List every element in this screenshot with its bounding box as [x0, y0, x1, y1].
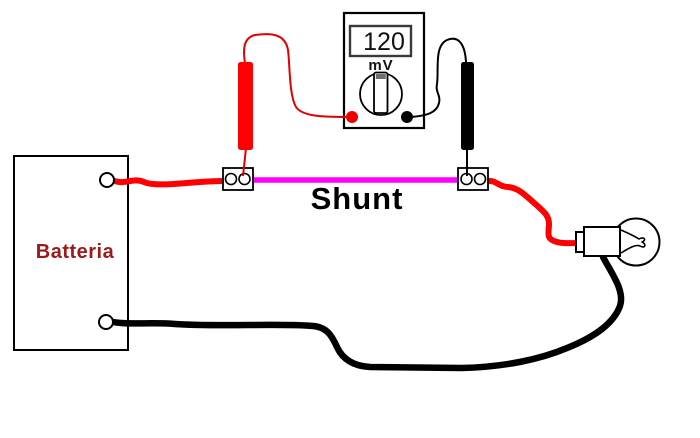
probe-lead-red	[242, 147, 247, 177]
wire-shunt-to-bulb-red	[485, 177, 584, 247]
shunt-label: Shunt	[311, 181, 404, 216]
battery-terminal-negative	[98, 314, 114, 330]
battery-label: Batteria	[36, 241, 115, 263]
shunt-terminal-block-right	[457, 167, 489, 191]
multimeter-unit-label: mV	[368, 57, 393, 74]
multimeter-terminal-positive-red	[346, 111, 358, 123]
multimeter-knob	[373, 71, 389, 114]
wire-meter-red	[243, 33, 350, 118]
multimeter-terminal-negative-black	[401, 111, 413, 123]
terminal-screw	[238, 172, 251, 186]
wire-meter-black	[409, 37, 467, 118]
multimeter-display-value: 120	[363, 28, 405, 56]
wire-battery-positive-red	[109, 177, 228, 188]
bulb-base	[583, 226, 621, 257]
probe-black	[461, 62, 474, 150]
multimeter-display	[348, 24, 413, 58]
bulb-filament-icon	[620, 229, 646, 254]
wire-bulb-to-battery-black	[109, 253, 625, 372]
multimeter-knob-mark	[375, 74, 386, 79]
probe-red	[238, 62, 253, 150]
terminal-screw	[224, 172, 238, 186]
shunt-terminal-block-left	[222, 167, 254, 191]
terminal-screw	[473, 172, 487, 186]
battery-terminal-positive	[99, 172, 115, 188]
